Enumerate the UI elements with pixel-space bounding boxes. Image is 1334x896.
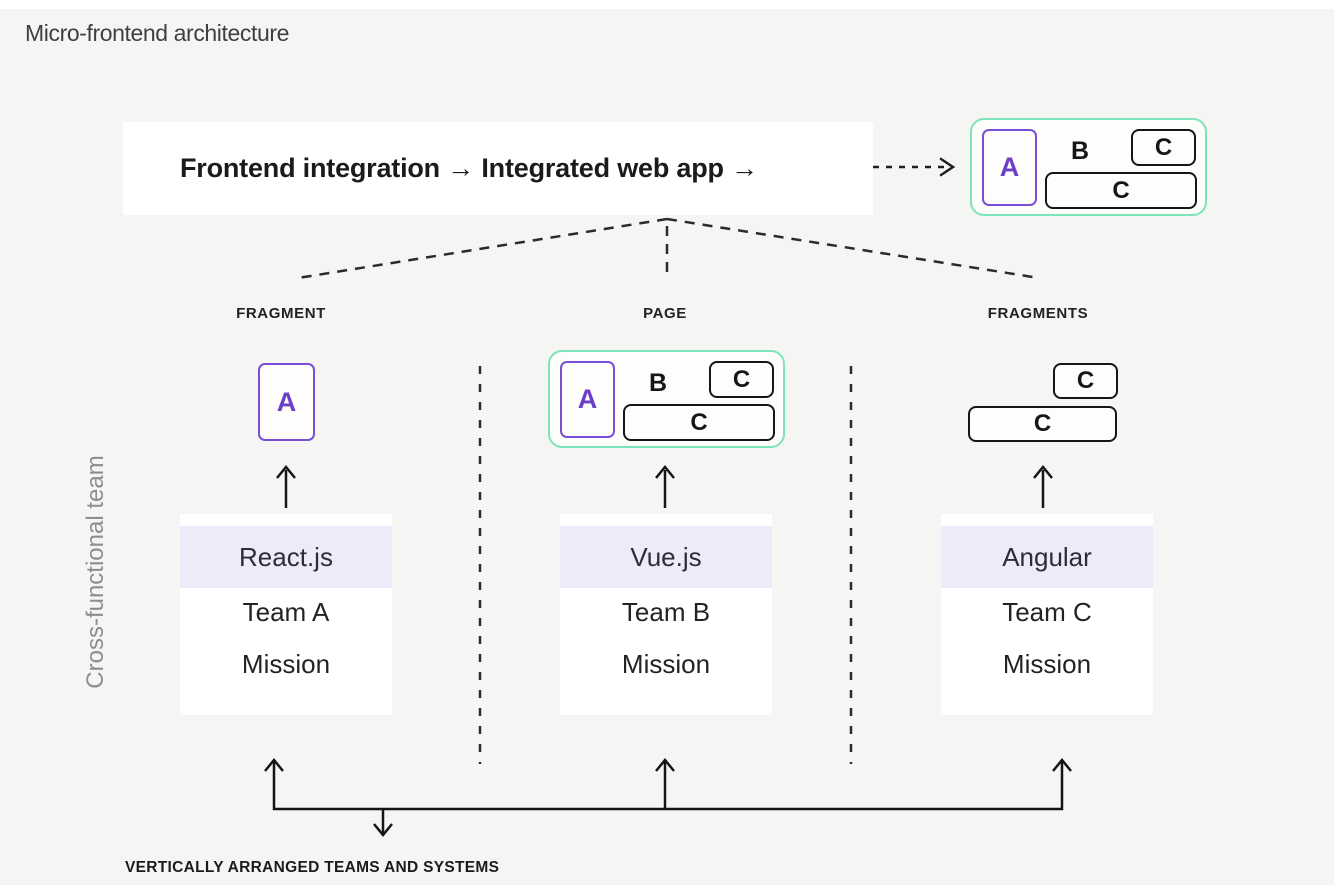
- framework-band: Vue.js: [560, 526, 772, 588]
- preview-fragment-c-wide-box: C: [1045, 172, 1197, 209]
- bottom-margin: [0, 885, 1334, 896]
- cross-functional-team-label: Cross-functional team: [82, 455, 109, 689]
- page-composite-box: A B C C: [548, 350, 785, 448]
- header-to-preview-dashed-arrow: [873, 157, 956, 177]
- top-margin: [0, 0, 1334, 9]
- preview-fragment-b-label: B: [1070, 137, 1090, 165]
- vertically-arranged-caption: VERTICALLY ARRANGED TEAMS AND SYSTEMS: [125, 859, 500, 876]
- page-title: Micro-frontend architecture: [25, 20, 290, 46]
- page-fragment-c-wide-box: C: [623, 404, 775, 441]
- bottom-bracket-arrows: [264, 758, 1072, 837]
- team-card-angular: Angular Team C Mission: [941, 514, 1153, 715]
- team-name: Team C: [1002, 597, 1092, 627]
- team-mission: Mission: [241, 648, 331, 679]
- preview-fragment-a-box: A: [982, 129, 1037, 206]
- fragments-column-label: FRAGMENTS: [987, 305, 1089, 322]
- fragments-c-wide-box: C: [968, 406, 1117, 442]
- page-fragment-b-label: B: [648, 369, 668, 397]
- team-name: Team A: [242, 597, 330, 627]
- framework-band: Angular: [941, 526, 1153, 588]
- frontend-integration-banner: Frontend integration → Integrated web ap…: [123, 122, 873, 215]
- team-name: Team B: [621, 597, 711, 627]
- team-mission: Mission: [621, 648, 711, 679]
- preview-fragment-c-small-box: C: [1131, 129, 1196, 166]
- integrated-app-preview: A B C C: [970, 118, 1207, 216]
- page-fragment-c-small-box: C: [709, 361, 774, 398]
- fragments-c-small-box: C: [1053, 363, 1118, 399]
- branch-dashed-lines: [297, 217, 1040, 280]
- page-fragment-a-box: A: [560, 361, 615, 438]
- fragment-column-label: FRAGMENT: [236, 305, 326, 322]
- team-card-react: React.js Team A Mission: [180, 514, 392, 715]
- team-mission: Mission: [1002, 648, 1092, 679]
- frontend-integration-text: Frontend integration → Integrated web ap…: [180, 153, 758, 183]
- team-card-vue: Vue.js Team B Mission: [560, 514, 772, 715]
- page-column-label: PAGE: [643, 305, 687, 322]
- framework-band: React.js: [180, 526, 392, 588]
- card-to-fragment-arrows: [276, 465, 1053, 508]
- fragment-a-box: A: [258, 363, 315, 441]
